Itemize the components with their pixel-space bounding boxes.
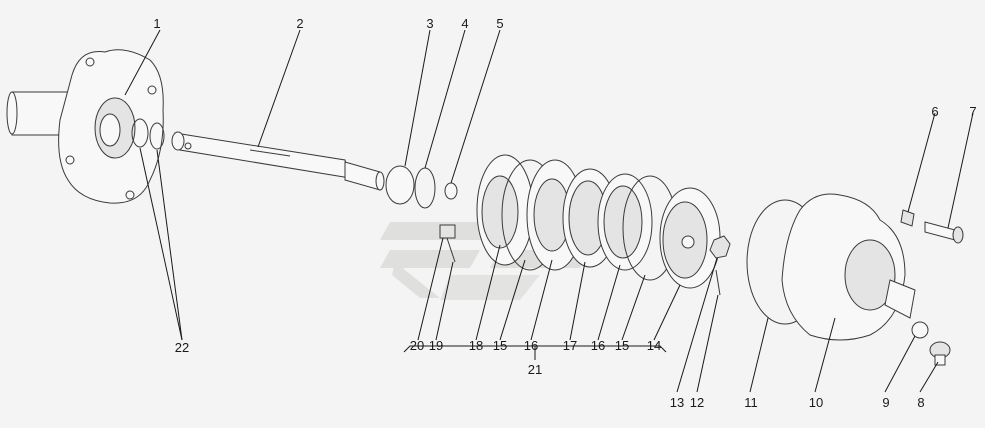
label-2: 2 bbox=[296, 16, 303, 31]
label-20: 20 bbox=[410, 338, 424, 353]
part-10-cover bbox=[781, 193, 916, 341]
part-7-bolt bbox=[924, 221, 964, 244]
label-3: 3 bbox=[426, 16, 433, 31]
label-9: 9 bbox=[882, 395, 889, 410]
label-19: 19 bbox=[429, 338, 443, 353]
label-17: 17 bbox=[563, 338, 577, 353]
label-5: 5 bbox=[496, 16, 503, 31]
label-4: 4 bbox=[461, 16, 468, 31]
leader-lines bbox=[124, 29, 974, 393]
label-12: 12 bbox=[690, 395, 704, 410]
label-15-a: 15 bbox=[493, 338, 507, 353]
part-2-shaft bbox=[171, 131, 385, 191]
label-8: 8 bbox=[917, 395, 924, 410]
part-9-washer bbox=[911, 321, 929, 339]
label-18: 18 bbox=[469, 338, 483, 353]
label-21: 21 bbox=[528, 362, 542, 377]
part-6-lock-plate bbox=[900, 209, 915, 227]
label-14: 14 bbox=[647, 338, 661, 353]
label-16-a: 16 bbox=[524, 338, 538, 353]
label-1: 1 bbox=[153, 16, 160, 31]
part-8-plug bbox=[929, 341, 951, 366]
parts-14-18-disc-stack bbox=[476, 154, 721, 289]
label-15-b: 15 bbox=[615, 338, 629, 353]
part-4-snap-ring bbox=[414, 167, 436, 209]
label-22: 22 bbox=[175, 340, 189, 355]
part-5-ring bbox=[444, 182, 458, 200]
label-11: 11 bbox=[744, 395, 758, 410]
part-19-20-fitting bbox=[439, 224, 456, 263]
part-12-pin bbox=[715, 269, 721, 296]
label-6: 6 bbox=[931, 104, 938, 119]
label-16-b: 16 bbox=[591, 338, 605, 353]
label-10: 10 bbox=[809, 395, 823, 410]
part-1-housing bbox=[6, 49, 164, 204]
part-22-o-rings bbox=[131, 118, 165, 150]
part-13-nut bbox=[709, 235, 731, 259]
label-7: 7 bbox=[969, 104, 976, 119]
part-3-washer bbox=[385, 165, 415, 205]
label-13: 13 bbox=[670, 395, 684, 410]
